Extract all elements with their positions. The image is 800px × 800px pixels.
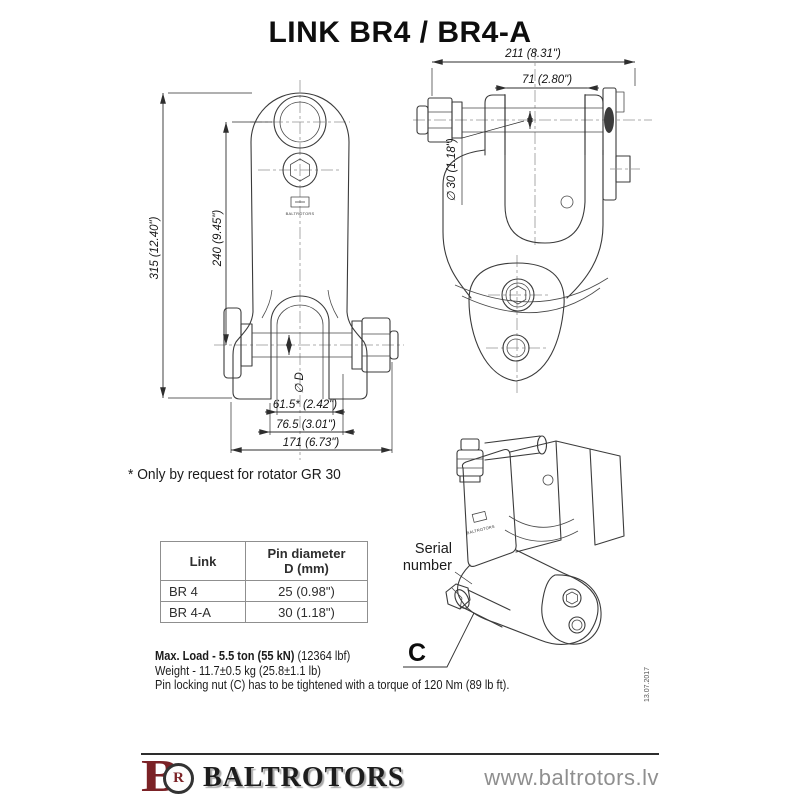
side-dim-inner-width: 71 (2.80")	[522, 74, 572, 86]
page-title: LINK BR4 / BR4-A	[268, 16, 532, 49]
table-header-pin-diameter-line1: Pin diameter	[267, 546, 346, 561]
torque-line: Pin locking nut (C) has to be tightened …	[155, 677, 510, 692]
front-view-part-logo: BALTROTORS	[286, 211, 315, 216]
table-row-br4: BR 4 25 (0.98")	[160, 580, 368, 602]
front-view-drawing: BALTROTORS ∅ D 61.5* (2.42") 76.5 (3.01"…	[149, 80, 404, 460]
brand-name: BALTROTORS	[203, 762, 405, 793]
iso-view-part-logo: BALTROTORS	[466, 524, 495, 536]
brand-logo: B R BALTROTORS	[141, 753, 405, 799]
table-header-row: Link Pin diameter D (mm)	[160, 541, 368, 581]
iso-view-drawing: BALTROTORS Serial number C	[403, 435, 625, 668]
side-dim-pin-diameter: ∅ 30 (1.18")	[446, 138, 458, 201]
side-view-drawing: 211 (8.31") 71 (2.80") ∅ 30 (1.18")	[413, 48, 652, 395]
date-stamp: 13.07.2017	[644, 667, 651, 702]
table-header-pin-diameter-line2: D (mm)	[284, 561, 329, 576]
specs-block: Max. Load - 5.5 ton (55 kN) (12364 lbf) …	[155, 648, 510, 693]
front-dim-overall-height: 315 (12.40")	[149, 216, 161, 279]
weight-line: Weight - 11.7±0.5 kg (25.8±1.1 lb)	[155, 662, 321, 678]
cell-link-br4: BR 4	[160, 580, 246, 602]
website-url: www.baltrotors.lv	[484, 765, 659, 790]
c-label: C	[408, 639, 426, 667]
front-dim-hole-to-pin: 240 (9.45")	[212, 210, 224, 268]
footer: B R BALTROTORS www.baltrotors.lv	[141, 753, 659, 799]
front-dim-overall-width: 171 (6.73")	[283, 437, 340, 449]
max-load-bold: Max. Load - 5.5 ton (55 kN)	[155, 648, 295, 663]
table-header-pin-diameter: Pin diameter D (mm)	[245, 541, 368, 581]
serial-number-label-line2: number	[403, 558, 452, 574]
pin-diameter-table: Link Pin diameter D (mm) BR 4 25 (0.98")…	[160, 541, 368, 623]
table-row-br4a: BR 4-A 30 (1.18")	[160, 601, 368, 623]
front-dim-inner-width: 61.5* (2.42")	[273, 399, 337, 411]
brand-emblem: B R	[141, 753, 199, 799]
side-dim-overall-width: 211 (8.31")	[504, 48, 561, 60]
front-dim-pin-d-label: ∅ D	[294, 372, 306, 394]
brand-r-emblem-icon: R	[163, 763, 194, 794]
front-dim-boss-width: 76.5 (3.01")	[276, 419, 336, 431]
cell-link-br4a: BR 4-A	[160, 601, 246, 623]
max-load-line: Max. Load - 5.5 ton (55 kN) (12364 lbf)	[155, 648, 509, 664]
cell-pin-br4a: 30 (1.18")	[245, 601, 368, 623]
cell-pin-br4: 25 (0.98")	[245, 580, 368, 602]
brand-r-letter: R	[173, 770, 184, 786]
footer-row: B R BALTROTORS www.baltrotors.lv	[141, 753, 659, 799]
table-header-link: Link	[160, 541, 246, 581]
footnote-rotator: * Only by request for rotator GR 30	[128, 467, 341, 483]
max-load-note: (12364 lbf)	[294, 648, 351, 663]
c-leader-line	[403, 612, 475, 668]
serial-leader-line	[454, 571, 473, 585]
serial-number-label-line1: Serial	[415, 541, 452, 557]
